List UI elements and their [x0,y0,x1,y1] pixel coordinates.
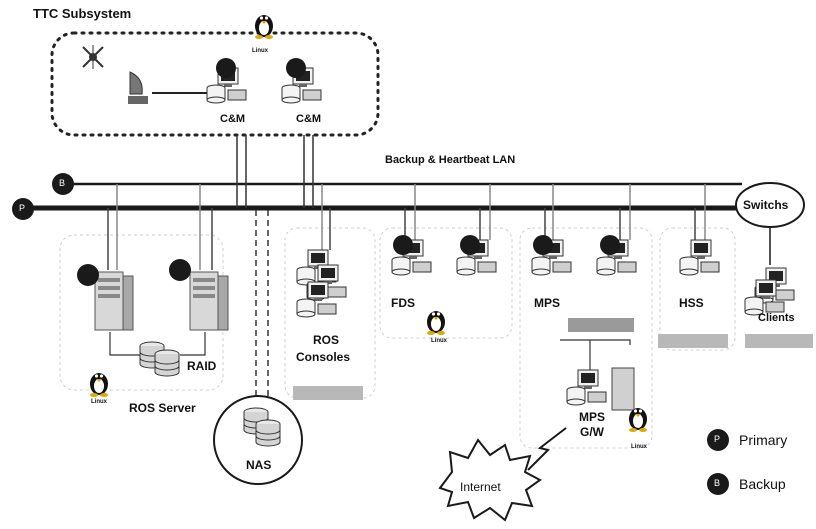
mps-gw-label-line1: MPS [579,410,605,424]
legend-primary-label: Primary [739,432,787,448]
hss-workstation [680,240,719,275]
raid-link [110,332,140,355]
hss-label: HSS [679,296,704,310]
ttc-linux-penguin-icon [255,15,273,39]
ros-consoles-label-line1: ROS [302,333,350,347]
cm-backup-badge [286,58,306,78]
ros-linux-label: Linux [91,399,107,405]
primary-lan-badge-text: P [19,203,25,213]
os-logo [658,334,728,348]
mps-label: MPS [534,296,560,310]
ttc-linux-label: Linux [252,48,268,54]
switch-label: Switchs [743,198,788,212]
ros-server-primary-tower [95,272,133,330]
fds-backup-badge [460,235,480,255]
mps-gw-linux-penguin-icon [629,408,647,432]
mps-gw-label-line2: G/W [580,425,604,439]
ros-consoles-label-line2: Consoles [296,350,350,364]
ros-backup-badge [169,259,191,281]
cm-backup-label: C&M [296,113,321,125]
ttc-subsystem-title: TTC Subsystem [33,6,131,21]
satellite-icon [83,45,103,69]
cm-primary-badge [216,58,236,78]
os-logo [568,318,634,332]
clients-workstation [745,268,794,315]
mps-gw-workstation [567,368,634,410]
ros-primary-badge [77,264,99,286]
cm-lan-drops [237,135,313,208]
mps-gw-linux-label: Linux [631,444,647,450]
os-logo [293,386,363,400]
raid-disk-icon [140,342,179,376]
backup-lan-badge-text: B [59,178,65,188]
ros-linux-penguin-icon [90,373,108,397]
fds-linux-label: Linux [431,338,447,344]
mps-gw-link [560,340,630,345]
antenna-icon [128,72,148,104]
cm-primary-label: C&M [220,113,245,125]
mps-primary-badge [533,235,553,255]
mps-backup-badge [600,235,620,255]
fds-linux-penguin-icon [427,311,445,335]
internet-label: Internet [460,480,501,494]
legend-backup-badge-text: B [714,478,720,488]
os-logo [745,334,813,348]
ros-server-backup-tower [190,272,228,330]
clients-label: Clients [758,312,795,324]
legend-primary-badge-text: P [714,434,720,444]
lan-label: Backup & Heartbeat LAN [385,154,515,166]
internet-link-bolt [528,428,566,470]
ros-console-workstations [297,250,346,317]
nas-label: NAS [246,458,271,472]
raid-link [180,332,205,355]
ros-server-label: ROS Server [129,401,196,415]
nas-link [256,210,268,398]
fds-primary-badge [393,235,413,255]
legend-backup-label: Backup [739,476,786,492]
raid-label: RAID [187,359,216,373]
fds-label: FDS [391,296,415,310]
